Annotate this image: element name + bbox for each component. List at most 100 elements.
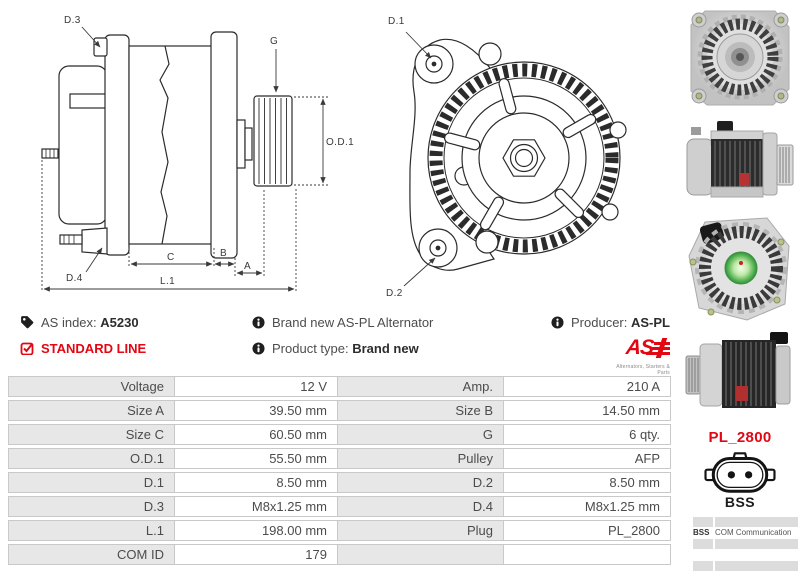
product-media-column: PL_2800 BSS BSS COM Communication xyxy=(680,0,800,574)
as-pl-logo: AS xyxy=(618,336,670,363)
product-photo-side-right[interactable] xyxy=(683,113,797,211)
info-center-column: Brand new AS-PL Alternator Product type:… xyxy=(252,315,433,367)
product-type-label: Product type: xyxy=(272,340,349,356)
product-photo-rear[interactable] xyxy=(681,212,797,324)
spec-value: 179 xyxy=(174,544,338,565)
spec-value: M8x1.25 mm xyxy=(503,496,671,517)
standard-line-row: STANDARD LINE xyxy=(20,340,147,356)
standard-line-label: STANDARD LINE xyxy=(41,340,147,356)
pin-name: BSS xyxy=(693,528,710,537)
spec-label: D.4 xyxy=(337,496,504,517)
brand-new-row: Brand new AS-PL Alternator xyxy=(252,314,434,330)
spec-label: D.3 xyxy=(8,496,175,517)
spec-value: 210 A xyxy=(503,376,671,397)
plug-code-label: PL_2800 xyxy=(708,429,772,446)
table-row: D.3 M8x1.25 mm D.4 M8x1.25 mm xyxy=(8,496,671,517)
pin-table-row xyxy=(693,517,798,527)
spec-value xyxy=(503,544,671,565)
as-index-row: AS index: A5230 xyxy=(20,314,146,330)
table-row: O.D.1 55.50 mm Pulley AFP xyxy=(8,448,671,469)
spec-value: 14.50 mm xyxy=(503,400,671,421)
producer-label: Producer: xyxy=(571,314,628,330)
dim-label-d4: D.4 xyxy=(66,273,83,284)
pin-table-row xyxy=(693,539,798,549)
logo-stripe xyxy=(650,347,670,350)
producer-row: Producer: AS-PL xyxy=(530,314,670,330)
spec-label: Size A xyxy=(8,400,175,421)
side-view-dimensions xyxy=(41,26,330,292)
spec-label: O.D.1 xyxy=(8,448,175,469)
dim-label-d1: D.1 xyxy=(388,16,405,27)
pin-table-row xyxy=(693,550,798,560)
dim-label-l1: L.1 xyxy=(160,276,175,287)
info-right-column: Producer: AS-PL AS Alternators, Starters… xyxy=(530,315,670,376)
plug-connector-drawing xyxy=(704,452,776,493)
spec-label: D.1 xyxy=(8,472,175,493)
dim-label-b: B xyxy=(220,248,227,259)
info-left-column: AS index: A5230 STANDARD LINE xyxy=(20,315,146,367)
spec-value: 8.50 mm xyxy=(503,472,671,493)
front-view-body xyxy=(409,38,627,271)
info-icon xyxy=(252,315,265,329)
pin-table-row: BSS COM Communication xyxy=(693,528,798,538)
dim-label-d3: D.3 xyxy=(64,15,81,26)
spec-value: M8x1.25 mm xyxy=(174,496,338,517)
pin-function: COM Communication xyxy=(715,528,792,537)
spec-value: 8.50 mm xyxy=(174,472,338,493)
spec-label: Plug xyxy=(337,520,504,541)
spec-value: 6 qty. xyxy=(503,424,671,445)
product-type-row: Product type: Brand new xyxy=(252,340,433,356)
spec-label: D.2 xyxy=(337,472,504,493)
spec-value: 60.50 mm xyxy=(174,424,338,445)
dim-label-a: A xyxy=(244,261,251,272)
as-index-label: AS index: xyxy=(41,314,97,330)
spec-label: Amp. xyxy=(337,376,504,397)
spec-label: Pulley xyxy=(337,448,504,469)
spec-value: AFP xyxy=(503,448,671,469)
spec-value: 55.50 mm xyxy=(174,448,338,469)
dim-label-g: G xyxy=(270,36,278,47)
logo-stripe xyxy=(654,342,670,345)
spec-table: Voltage 12 V Amp. 210 A Size A 39.50 mm … xyxy=(8,376,671,568)
spec-value: 198.00 mm xyxy=(174,520,338,541)
alternator-side-view-drawing: D.3 G O.D.1 D.4 C B A L.1 xyxy=(41,15,354,292)
pin-table-row xyxy=(693,561,798,571)
brand-new-text: Brand new AS-PL Alternator xyxy=(272,314,434,330)
producer-value: AS-PL xyxy=(631,314,670,330)
product-photo-front[interactable] xyxy=(685,5,795,111)
spec-label: L.1 xyxy=(8,520,175,541)
spec-label: Size B xyxy=(337,400,504,421)
table-row: Size A 39.50 mm Size B 14.50 mm xyxy=(8,400,671,421)
spec-label xyxy=(337,544,504,565)
as-pl-logo-tagline: Alternators, Starters & Parts xyxy=(616,364,670,376)
plug-type-label: BSS xyxy=(724,494,756,510)
table-row: L.1 198.00 mm Plug PL_2800 xyxy=(8,520,671,541)
alternator-front-view-drawing: D.1 D.2 xyxy=(386,16,627,299)
product-photo-side-left[interactable] xyxy=(684,328,796,422)
spec-label: Size C xyxy=(8,424,175,445)
side-view-body xyxy=(41,31,293,259)
spec-value: 39.50 mm xyxy=(174,400,338,421)
checkbox-icon xyxy=(20,341,34,355)
table-row: Voltage 12 V Amp. 210 A xyxy=(8,376,671,397)
as-index-value: A5230 xyxy=(100,314,139,330)
tag-icon xyxy=(20,315,34,329)
table-row: Size C 60.50 mm G 6 qty. xyxy=(8,424,671,445)
table-row: D.1 8.50 mm D.2 8.50 mm xyxy=(8,472,671,493)
spec-value: PL_2800 xyxy=(503,520,671,541)
logo-stripe xyxy=(646,352,670,355)
dim-label-c: C xyxy=(167,252,175,263)
dim-label-od1: O.D.1 xyxy=(326,137,354,148)
info-icon xyxy=(551,315,564,329)
front-view-spokes xyxy=(444,78,597,231)
spec-value: 12 V xyxy=(174,376,338,397)
spec-label: COM ID xyxy=(8,544,175,565)
plug-pin-table: BSS COM Communication xyxy=(693,517,798,572)
info-icon xyxy=(252,341,265,355)
table-row: COM ID 179 xyxy=(8,544,671,565)
front-view-dimensions xyxy=(403,31,436,287)
dim-label-d2: D.2 xyxy=(386,288,403,299)
product-type-value: Brand new xyxy=(352,340,419,356)
spec-label: Voltage xyxy=(8,376,175,397)
